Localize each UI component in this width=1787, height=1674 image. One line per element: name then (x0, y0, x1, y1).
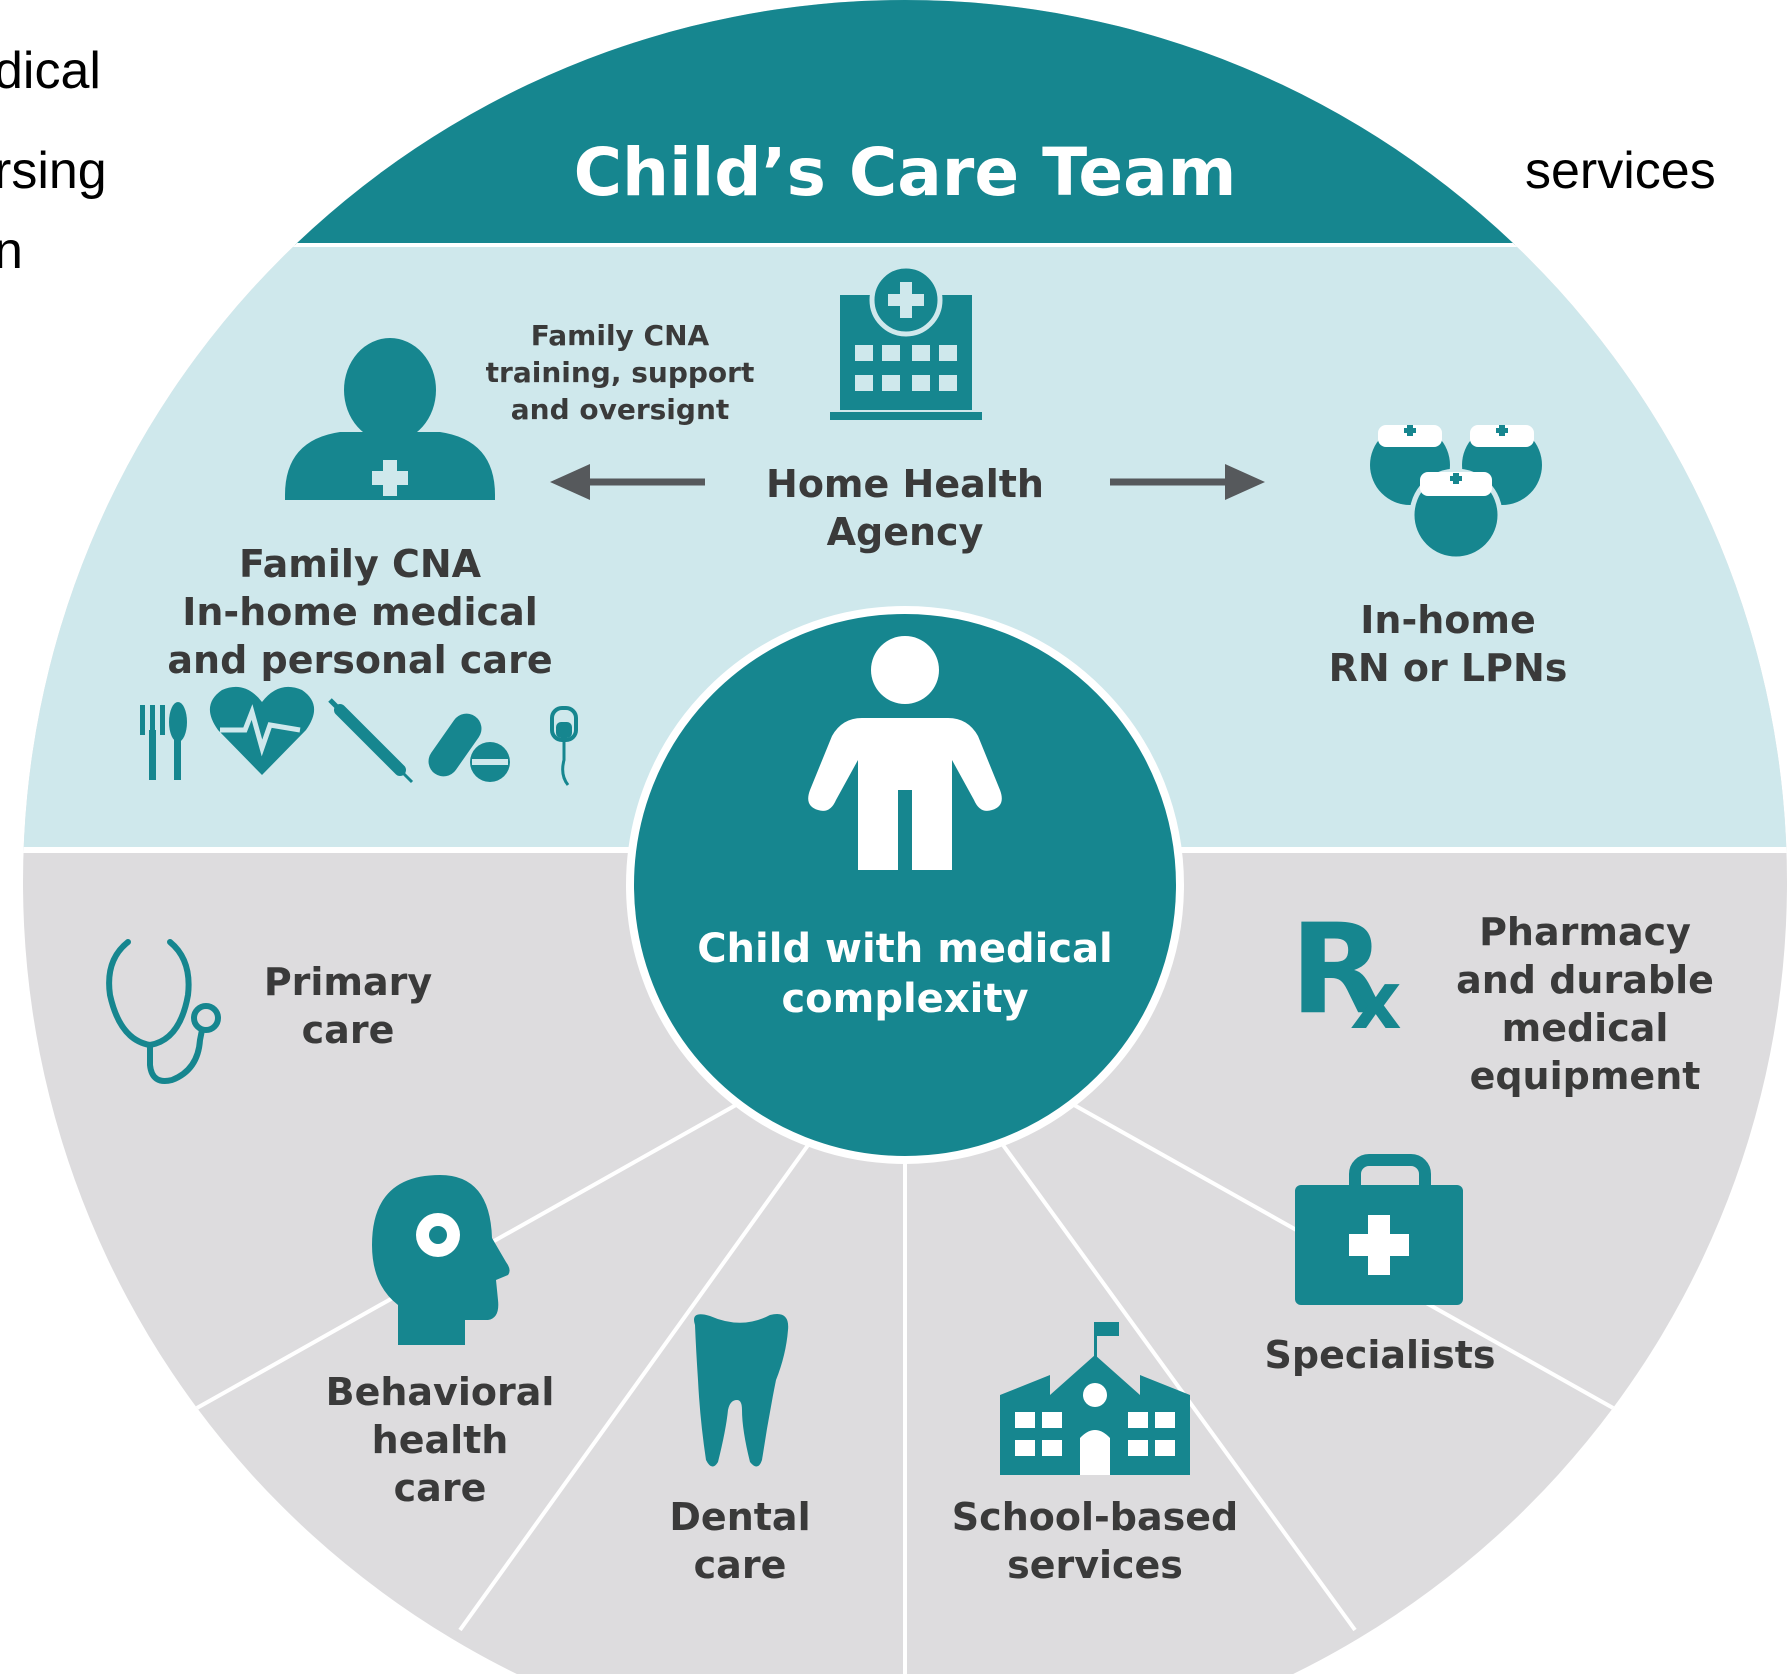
pharmacy-label-line-1: Pharmacy (1479, 910, 1691, 954)
behavioral-label-line-2: health (372, 1418, 509, 1462)
center-label-line-1: Child with medical (697, 926, 1113, 972)
pharmacy-label-line-4: equipment (1470, 1054, 1701, 1098)
behavioral-label-line-3: care (394, 1466, 487, 1510)
home-health-agency: Family CNA training, support and oversig… (486, 263, 1265, 554)
tooth-icon (694, 1314, 789, 1467)
primary-care-label-line-2: care (302, 1008, 395, 1052)
cna-note-line-3: and oversignt (511, 393, 730, 426)
center-circle (626, 606, 1184, 1164)
cna-note-line-1: Family CNA (531, 319, 710, 352)
family-cna-label-line-2: In-home medical (182, 590, 538, 634)
bg-text-line-2: rsing (0, 142, 107, 200)
fork-knife-icon (140, 702, 187, 780)
center-node: Child with medical complexity (626, 606, 1184, 1164)
pharmacy-label-line-3: medical (1502, 1006, 1669, 1050)
bg-text-line-3: n (0, 222, 23, 280)
pharmacy-label-line-2: and durable (1456, 958, 1714, 1002)
segment-dental-care: Dental care (669, 1314, 811, 1587)
family-cna-label-line-3: and personal care (167, 638, 552, 682)
school-label-line-1: School-based (952, 1495, 1238, 1539)
in-home-nurses: In-home RN or LPNs (1329, 425, 1568, 690)
pills-icon (428, 713, 510, 782)
nurses-group-icon (1370, 425, 1542, 562)
syringe-icon (328, 698, 414, 784)
specialists-label: Specialists (1265, 1333, 1496, 1377)
segment-pharmacy: R x Pharmacy and durable medical equipme… (1290, 898, 1714, 1098)
nurses-label-line-1: In-home (1360, 598, 1536, 642)
stethoscope-icon (106, 939, 221, 1084)
arrow-right-icon (1110, 464, 1265, 500)
svg-text:R: R (1290, 898, 1385, 1042)
care-icons-row (140, 686, 578, 786)
center-label-line-2: complexity (781, 976, 1028, 1022)
background-slide-text: dical rsing n services (0, 42, 1716, 280)
school-label-line-2: services (1007, 1543, 1183, 1587)
segment-specialists: Specialists (1265, 1154, 1496, 1377)
behavioral-label-line-1: Behavioral (326, 1370, 555, 1414)
dental-label-line-1: Dental (669, 1495, 810, 1539)
nurse-person-icon (285, 338, 495, 500)
school-building-icon (1000, 1322, 1190, 1475)
head-gear-icon (372, 1175, 510, 1345)
svg-text:x: x (1350, 954, 1402, 1047)
segment-behavioral-health: Behavioral health care (326, 1175, 555, 1510)
arrow-left-icon (550, 464, 705, 500)
iv-bag-icon (550, 706, 578, 786)
home-health-label-line-2: Agency (827, 510, 984, 554)
segment-primary-care: Primary care (106, 939, 433, 1084)
home-health-label-line-1: Home Health (766, 462, 1044, 506)
bg-text-right: services (1525, 142, 1716, 200)
nurses-label-line-2: RN or LPNs (1329, 646, 1568, 690)
bg-text-line-1: dical (0, 42, 101, 100)
hospital-building-icon (830, 263, 982, 420)
medical-kit-icon (1295, 1154, 1463, 1305)
heart-pulse-icon (209, 686, 315, 775)
dental-label-line-2: care (694, 1543, 787, 1587)
family-cna: Family CNA In-home medical and personal … (140, 338, 578, 786)
diagram-title: Child’s Care Team (574, 134, 1237, 211)
child-figure-icon (808, 636, 1002, 870)
primary-care-label-line-1: Primary (264, 960, 433, 1004)
family-cna-label-line-1: Family CNA (239, 542, 482, 586)
segment-school-based: School-based services (952, 1322, 1238, 1587)
rx-icon: R x (1290, 898, 1402, 1047)
cna-note-line-2: training, support (486, 356, 755, 389)
